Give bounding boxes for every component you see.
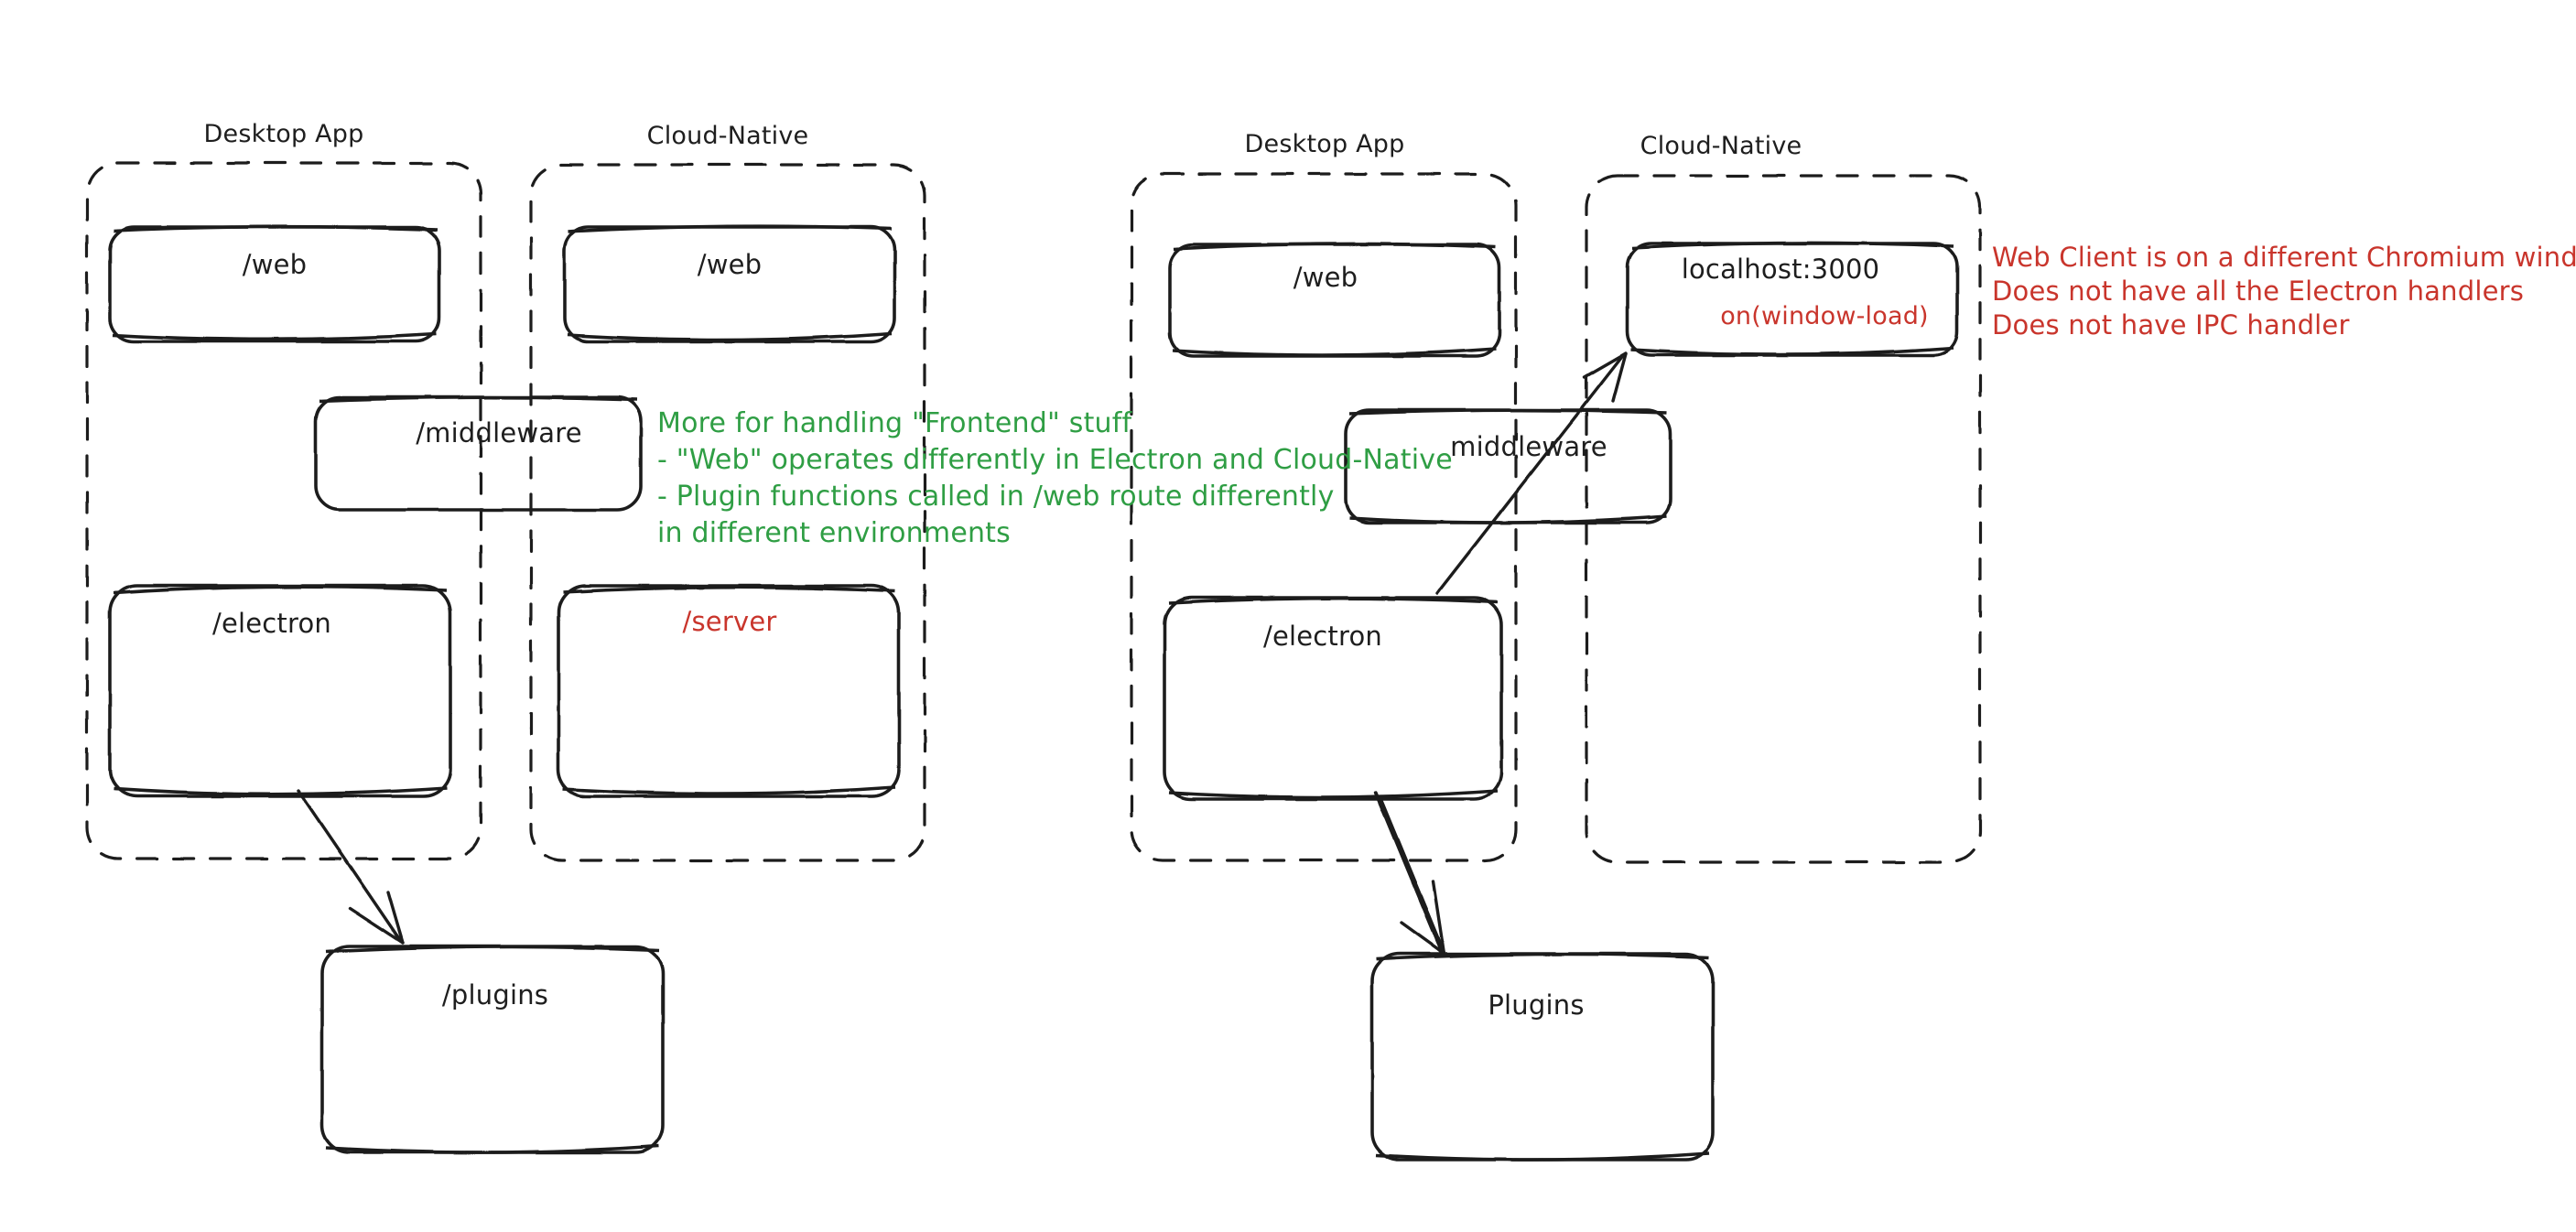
node-label-right-web: /web [1293,262,1358,293]
annotation-red-line-2: Does not have all the Electron handlers [1992,276,2525,307]
group-title-right-cloud: Cloud-Native [1640,132,1802,160]
node-left-web-desktop[interactable] [110,227,439,341]
node-label-right-electron: /electron [1262,621,1383,652]
node-label-right-localhost: localhost:3000 [1681,254,1880,285]
node-label-left-web-cloud: /web [697,249,763,280]
node-label-left-web-desktop: /web [242,249,308,280]
annotation-red-line-1: Web Client is on a different Chromium wi… [1992,242,2576,273]
node-label-right-middleware: middleware [1450,431,1607,462]
node-label-left-electron: /electron [211,608,332,639]
node-right-localhost[interactable] [1628,243,1957,355]
node-label-left-server: /server [682,606,777,637]
annotation-green-line-1: More for handling "Frontend" stuff [657,407,1132,439]
node-right-middleware[interactable] [1346,410,1671,523]
arrow-right-electron-to-plugins [1374,791,1446,956]
node-left-server[interactable] [558,586,899,796]
group-title-left-desktop: Desktop App [203,120,364,148]
annotation-red-line-3: Does not have IPC handler [1992,309,2350,340]
node-label-left-middleware: /middleware [416,417,582,448]
node-left-electron[interactable] [110,586,450,796]
node-label-right-plugins: Plugins [1488,989,1585,1021]
node-left-middleware[interactable] [316,397,641,510]
annotation-green-line-3: - Plugin functions called in /web route … [657,481,1335,513]
node-right-web[interactable] [1170,244,1499,356]
annotation-green-line-4: in different environments [657,517,1011,549]
node-sublabel-right-localhost-onwindowload: on(window-load) [1720,302,1929,330]
node-left-web-cloud[interactable] [565,227,894,341]
group-title-left-cloud: Cloud-Native [646,122,809,150]
arrow-left-electron-to-plugins [297,789,405,945]
node-right-electron[interactable] [1164,598,1501,799]
node-label-left-plugins: /plugins [441,979,549,1010]
node-right-plugins[interactable] [1372,954,1713,1160]
group-title-right-desktop: Desktop App [1244,130,1405,158]
node-left-plugins[interactable] [322,946,663,1152]
annotation-green-line-2: - "Web" operates differently in Electron… [657,444,1453,476]
